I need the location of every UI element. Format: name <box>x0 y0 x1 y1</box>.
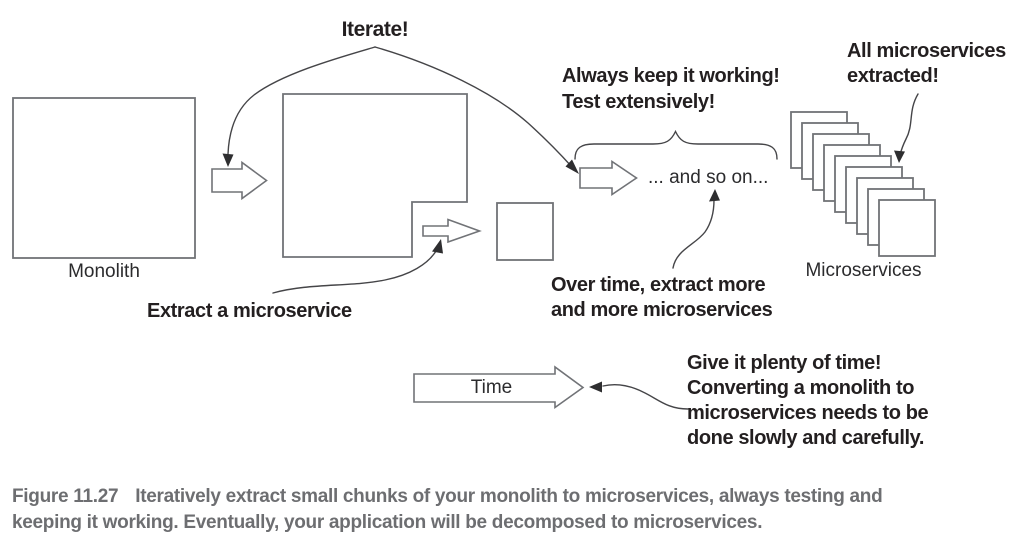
give-time-line1: Give it plenty of time! <box>687 352 882 374</box>
extract-microservice-arrow <box>422 218 482 244</box>
monolith-transform-arrow <box>211 160 268 201</box>
iterate-note: Iterate! <box>341 18 409 41</box>
monolith-label: Monolith <box>68 261 140 282</box>
over-time-line1: Over time, extract more <box>551 274 766 296</box>
figure-caption: Figure 11.27 Iteratively extract small ch… <box>12 484 883 536</box>
extract-pointer-curve <box>272 250 437 294</box>
caption-figure-label: Figure 11.27 <box>12 486 119 507</box>
extracted-microservice-square <box>496 202 554 261</box>
caption-line1: Figure 11.27 Iteratively extract small ch… <box>12 484 883 510</box>
all-extracted-line1: All microservices <box>847 40 1006 62</box>
and-so-on-label: ... and so on... <box>648 167 769 188</box>
give-time-line3: microservices needs to be <box>687 402 929 424</box>
all-extracted-line2: extracted! <box>847 65 939 87</box>
extract-pointer-arrowhead-icon <box>432 239 443 254</box>
always-keep-note: Always keep it working! Test extensively… <box>562 63 780 115</box>
microservices-label: Microservices <box>805 260 922 281</box>
iterate-arrowhead-left-icon <box>222 153 234 167</box>
and-so-on-arrow <box>579 159 638 197</box>
all-extracted-note: All microservices extracted! <box>847 39 1006 89</box>
iterate-arrowhead-right-icon <box>565 159 579 174</box>
give-time-note: Give it plenty of time! Converting a mon… <box>687 351 929 451</box>
monolith-square <box>12 97 196 259</box>
always-keep-line2: Test extensively! <box>562 91 715 113</box>
extract-microservice-note: Extract a microservice <box>147 300 352 322</box>
iterate-curve-right <box>374 46 573 168</box>
give-time-line4: done slowly and carefully. <box>687 427 925 449</box>
diagram-canvas <box>12 46 936 410</box>
time-label: Time <box>470 377 513 398</box>
always-keep-brace <box>574 129 778 160</box>
microservice-square <box>878 199 936 257</box>
give-time-line2: Converting a monolith to <box>687 377 915 399</box>
time-arrow <box>413 365 585 410</box>
give-time-pointer-curve <box>602 383 689 410</box>
over-time-pointer-arrowhead-icon <box>709 189 720 202</box>
iterate-curve-left <box>227 46 376 155</box>
always-keep-line1: Always keep it working! <box>562 65 780 87</box>
over-time-pointer-curve <box>672 199 715 269</box>
all-extracted-pointer-arrowhead-icon <box>894 150 905 163</box>
caption-line1-text: Iteratively extract small chunks of your… <box>135 486 883 507</box>
caption-line2: keeping it working. Eventually, your app… <box>12 512 763 533</box>
over-time-note: Over time, extract more and more microse… <box>551 273 773 323</box>
microservices-stack <box>790 111 936 257</box>
over-time-line2: and more microservices <box>551 299 773 321</box>
all-extracted-pointer-curve <box>899 93 919 156</box>
give-time-pointer-arrowhead-icon <box>589 381 602 393</box>
notched-monolith-square <box>282 93 468 258</box>
